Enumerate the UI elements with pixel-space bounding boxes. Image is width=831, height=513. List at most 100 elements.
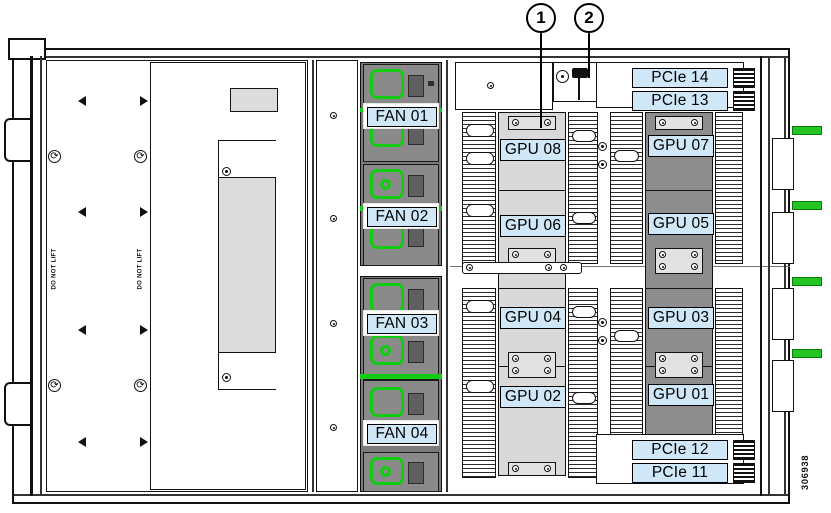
- chassis-intrusion-screw: [556, 70, 569, 83]
- fan-knob-8[interactable]: [380, 466, 391, 477]
- pcie-latch-tab-4[interactable]: [792, 349, 822, 358]
- callout-1-leader: [540, 33, 542, 128]
- center-screw-upper-2: [598, 160, 607, 169]
- pcie-connector-12: [733, 440, 755, 460]
- gpu04-screw-b: [544, 355, 551, 362]
- rear-slot-bracket-1: [772, 138, 794, 190]
- gpu-label-01: GPU 01: [648, 384, 714, 406]
- callout-2-number: 2: [584, 8, 594, 27]
- air-baffle-divider: [455, 62, 553, 110]
- gpu08-screw-a: [512, 119, 519, 126]
- intrusion-cable: [578, 78, 580, 100]
- orientation-arrow-5: [78, 96, 86, 106]
- callout-2: 2: [574, 3, 604, 33]
- fan-handle-8[interactable]: [370, 457, 404, 485]
- pcie-label-14: PCIe 14: [632, 68, 728, 88]
- cover-notch-lower: [218, 352, 276, 390]
- heatpipe-upper-left: [466, 124, 494, 137]
- fan-knob-6[interactable]: [380, 345, 391, 356]
- rear-panel-rail-1: [760, 56, 762, 496]
- callout-1-number: 1: [536, 8, 546, 27]
- fanbay-bracket-screw-2: [330, 215, 337, 222]
- do-not-lift-label-right: DO NOT LIFT: [110, 248, 170, 289]
- rear-panel-rail-2: [768, 56, 770, 496]
- pcie-label-13: PCIe 13: [632, 91, 728, 111]
- fan-label-wrap-03: FAN 03: [363, 310, 439, 336]
- fan-vane-7: [408, 393, 424, 415]
- heatsink-fins-mid-b-upper: [610, 112, 643, 264]
- pcie-latch-tab-2[interactable]: [792, 201, 822, 210]
- gpu07-screw-b: [691, 119, 698, 126]
- heatpipe-lower-left-2: [466, 380, 494, 393]
- heatpipe-lower-left: [466, 300, 494, 313]
- do-not-lift-label-left: DO NOT LIFT: [24, 248, 84, 289]
- figure-id: 306938: [786, 452, 826, 492]
- center-screw-lower-2: [598, 336, 607, 345]
- figure-id-text: 306938: [800, 454, 812, 490]
- rear-panel-rail-3: [784, 56, 786, 496]
- pcie-connector-14: [733, 68, 755, 88]
- fan-label-01: FAN 01: [367, 107, 437, 127]
- fan-divider-bar-2: [360, 374, 442, 379]
- no-lift-icon-right-top: ⟳: [134, 150, 147, 163]
- fan-vane-1: [408, 75, 424, 97]
- heatpipe-mid-upper-2: [572, 212, 596, 224]
- fan-label-03: FAN 03: [367, 314, 437, 334]
- orientation-arrow-2: [140, 207, 148, 217]
- gpu-card-02[interactable]: [498, 366, 566, 476]
- fanbay-right-rail: [446, 60, 448, 492]
- heatsink-fins-left-upper: [462, 112, 496, 264]
- gpu03-screw-c: [659, 367, 666, 374]
- fan-vane-6: [408, 341, 424, 363]
- gpu-label-04: GPU 04: [500, 307, 566, 329]
- do-not-lift-text-right: DO NOT LIFT: [137, 248, 143, 289]
- fan-vane-2: [408, 175, 424, 197]
- pcie-connector-11: [733, 463, 755, 483]
- cover-gray-block-main: [218, 176, 276, 354]
- fan-handle-2[interactable]: [370, 169, 404, 199]
- fan-handle-1[interactable]: [370, 69, 404, 99]
- fan-label-04: FAN 04: [367, 424, 437, 444]
- gpu-label-07: GPU 07: [648, 135, 714, 157]
- heatpipe-mid-lower-2: [572, 392, 596, 404]
- no-lift-icon-right-bottom: ⟳: [134, 379, 147, 392]
- fan-knob-2[interactable]: [380, 179, 391, 190]
- pcie-latch-tab-1[interactable]: [792, 126, 822, 135]
- fan-vane-5: [408, 289, 424, 311]
- baffle-screw: [487, 82, 494, 89]
- orientation-arrow-6: [78, 207, 86, 217]
- mid-bracket-screw-3: [560, 264, 567, 271]
- heatpipe-midb-lower: [614, 330, 639, 342]
- mid-bracket-bar: [462, 262, 582, 274]
- pcie-latch-tab-3[interactable]: [792, 277, 822, 286]
- fan-module-6[interactable]: [363, 330, 439, 380]
- no-lift-icon-left-top: ⟳: [48, 150, 61, 163]
- gpu-card-06[interactable]: [498, 190, 566, 296]
- chassis-left-inner-rail: [40, 56, 42, 496]
- chassis-handle-lower: [4, 382, 30, 426]
- center-screw-upper-1: [598, 142, 607, 151]
- fan-module-8[interactable]: [363, 452, 439, 492]
- chassis-top-rail: [14, 56, 788, 58]
- heatpipe-mid-lower: [572, 306, 596, 318]
- fan-handle-6[interactable]: [370, 335, 404, 365]
- gpu-label-03: GPU 03: [648, 307, 714, 329]
- chassis-intrusion-connector: [572, 68, 588, 78]
- gpu07-screw-a: [659, 119, 666, 126]
- gpu-label-05: GPU 05: [648, 213, 714, 235]
- gpu-card-05[interactable]: [645, 190, 713, 296]
- pcie-label-11: PCIe 11: [632, 463, 728, 483]
- fan-handle-7[interactable]: [370, 387, 404, 417]
- heatpipe-mid-upper: [572, 130, 596, 142]
- gpu-label-02: GPU 02: [500, 386, 566, 408]
- fan-label-02: FAN 02: [367, 207, 437, 227]
- gpu-label-06: GPU 06: [500, 215, 566, 237]
- gpu-label-08: GPU 08: [500, 139, 566, 161]
- heatpipe-midb-upper: [614, 150, 639, 162]
- fan-handle-5[interactable]: [370, 283, 404, 313]
- gpu04-screw-d: [544, 367, 551, 374]
- gpu03-screw-b: [691, 355, 698, 362]
- orientation-arrow-7: [78, 325, 86, 335]
- rear-slot-bracket-3: [772, 288, 794, 340]
- orientation-arrow-8: [78, 437, 86, 447]
